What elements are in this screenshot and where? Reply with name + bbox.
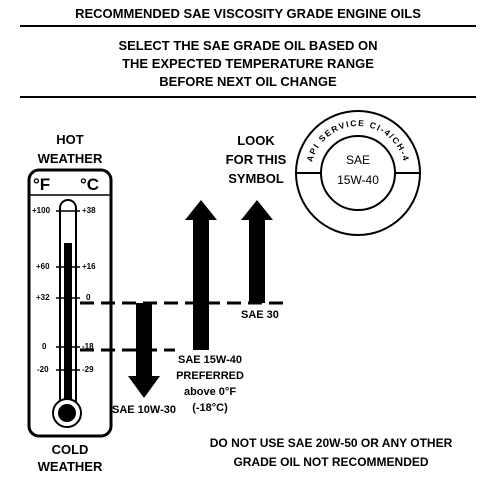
tick-f-label: +60 <box>36 262 50 271</box>
look-label-line-3: SYMBOL <box>228 171 284 186</box>
instruction-line-3: BEFORE NEXT OIL CHANGE <box>159 74 337 89</box>
look-label-line-1: LOOK <box>237 133 275 148</box>
sae-15w40-above: above 0°F <box>183 386 237 398</box>
api-symbol-grade: 15W-40 <box>337 173 379 187</box>
fahrenheit-unit: °F <box>33 175 51 194</box>
cold-label-line-2: WEATHER <box>37 459 103 474</box>
tick-c-label: +38 <box>82 206 96 215</box>
sae-10w30-arrow <box>128 303 160 398</box>
instruction-line-2: THE EXPECTED TEMPERATURE RANGE <box>122 56 374 71</box>
instruction-line-1: SELECT THE SAE GRADE OIL BASED ON <box>118 38 378 53</box>
celsius-unit: °C <box>80 175 100 194</box>
thermometer-bulb <box>58 404 76 422</box>
thermometer-mercury <box>64 243 72 411</box>
tick-c-label: -18 <box>82 342 94 351</box>
look-label-line-2: FOR THIS <box>225 152 287 167</box>
sae-10w30-label: SAE 10W-30 <box>112 404 176 416</box>
tick-c-label: -29 <box>82 365 94 374</box>
hot-label-line-2: WEATHER <box>37 151 103 166</box>
tick-f-label: 0 <box>42 342 47 351</box>
tick-f-label: +32 <box>36 293 50 302</box>
warning-line-1: DO NOT USE SAE 20W-50 OR ANY OTHER <box>209 436 453 450</box>
sae-15w40-celsius: (-18°C) <box>192 402 228 414</box>
instruction-divider <box>20 96 476 98</box>
tick-f-label: +100 <box>32 206 51 215</box>
hot-label-line-1: HOT <box>56 132 84 147</box>
sae-15w40-label: SAE 15W-40 <box>178 354 242 366</box>
warning-line-2: GRADE OIL NOT RECOMMENDED <box>233 455 429 469</box>
sae-15w40-preferred: PREFERRED <box>176 370 244 382</box>
cold-label-line-1: COLD <box>51 442 89 457</box>
thermometer-ticks <box>56 210 80 371</box>
sae-15w40-arrow <box>185 200 217 350</box>
page-title: RECOMMENDED SAE VISCOSITY GRADE ENGINE O… <box>75 6 421 21</box>
api-symbol-sae: SAE <box>345 153 370 167</box>
title-divider <box>20 25 476 27</box>
tick-c-label: +16 <box>82 262 96 271</box>
sae-30-label: SAE 30 <box>241 309 279 321</box>
sae-30-arrow <box>241 200 273 303</box>
tick-c-label: 0 <box>86 293 91 302</box>
tick-f-label: -20 <box>37 365 49 374</box>
